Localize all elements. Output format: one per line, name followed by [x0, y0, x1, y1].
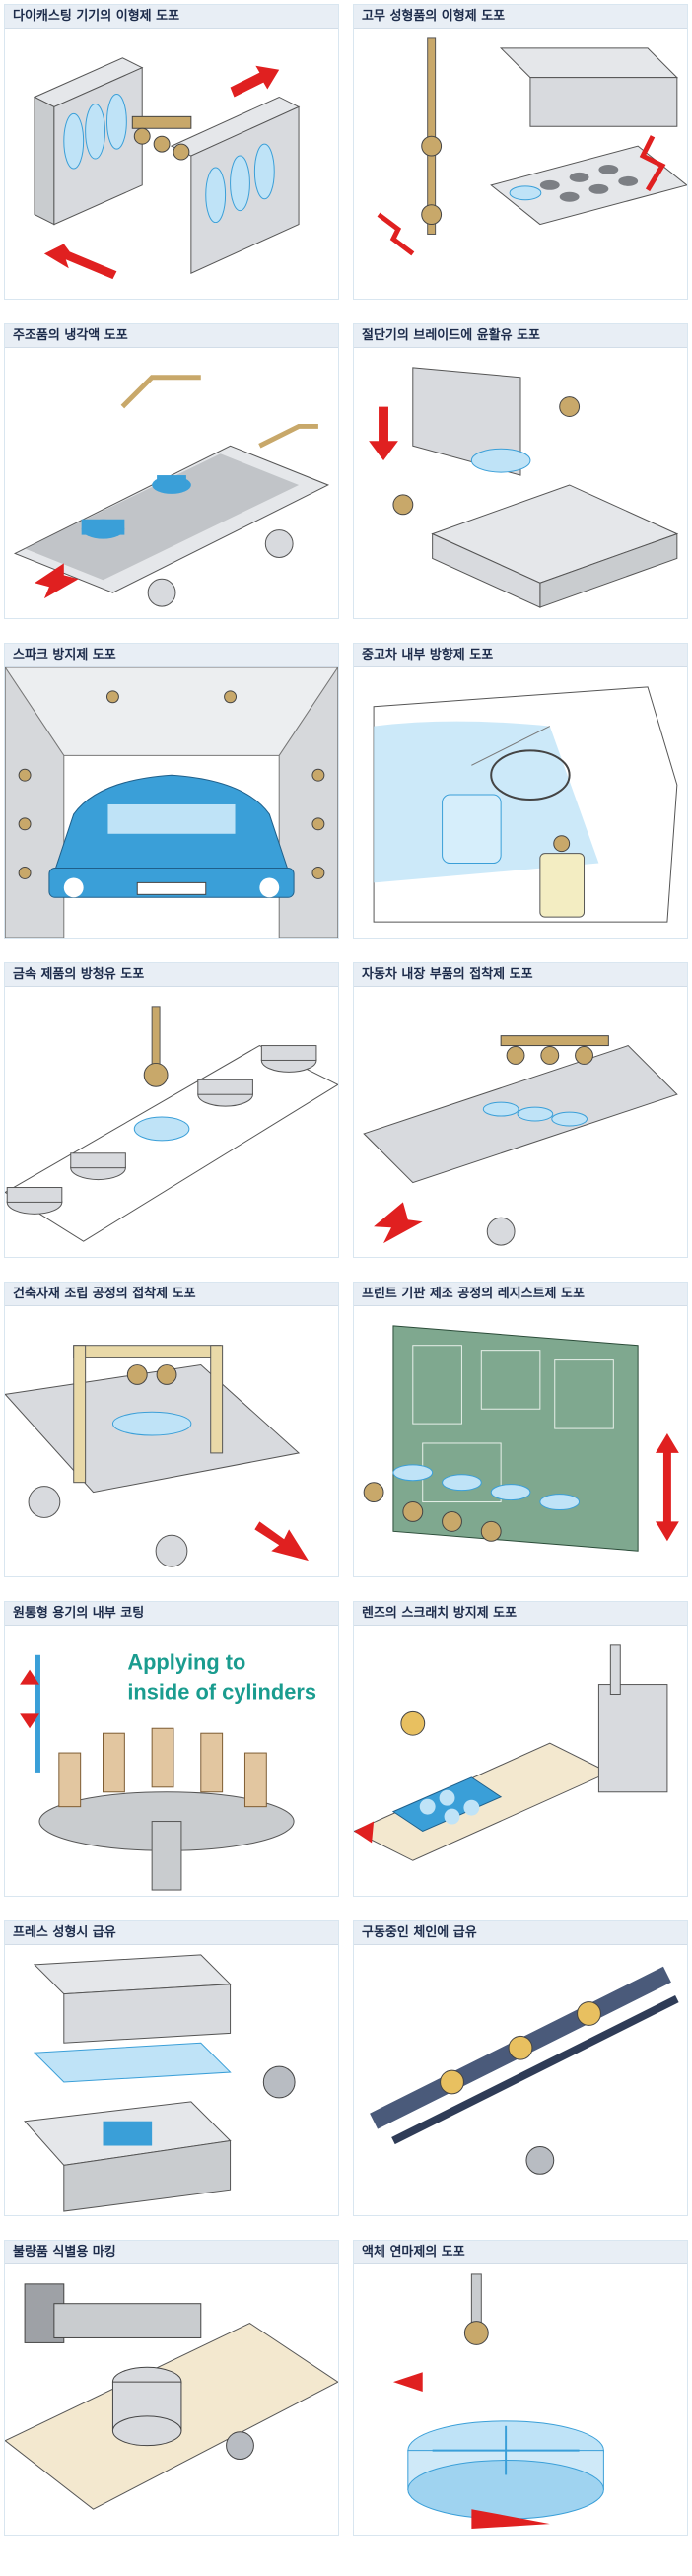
card-title: 프레스 성형시 급유 [5, 1921, 338, 1945]
cylinder-coating-illustration: Applying to inside of cylinders [5, 1626, 338, 1896]
card-cylinder-inner-coating: 원통형 용기의 내부 코팅 Applying to inside of cyli… [4, 1601, 339, 1897]
card-title: 절단기의 브레이드에 윤활유 도포 [354, 324, 687, 348]
card-title: 자동차 내장 부품의 접착제 도포 [354, 963, 687, 987]
card-title: 건축자재 조립 공정의 접착제 도포 [5, 1283, 338, 1306]
card-title: 중고차 내부 방향제 도포 [354, 644, 687, 667]
card-title: 프린트 기판 제조 공정의 레지스트제 도포 [354, 1283, 687, 1306]
card-title: 불량품 식별용 마킹 [5, 2241, 338, 2264]
card-lens-scratch: 렌즈의 스크래치 방지제 도포 [353, 1601, 688, 1897]
building-adhesive-illustration [5, 1306, 338, 1576]
rubber-molding-illustration [354, 29, 687, 299]
card-car-interior: 중고차 내부 방향제 도포 [353, 643, 688, 939]
card-title: 구동중인 체인에 급유 [354, 1921, 687, 1945]
card-cutter-blade: 절단기의 브레이드에 윤활유 도포 [353, 323, 688, 619]
diecasting-illustration [5, 29, 338, 299]
card-rubber-molding: 고무 성형품의 이형제 도포 [353, 4, 688, 300]
chain-lubrication-illustration [354, 1945, 687, 2215]
casting-coolant-illustration [5, 348, 338, 618]
card-chain-lubrication: 구동중인 체인에 급유 [353, 1920, 688, 2216]
cutter-blade-illustration [354, 348, 687, 618]
defect-marking-illustration [5, 2264, 338, 2535]
card-title: 스파크 방지제 도포 [5, 644, 338, 667]
card-press-lubrication: 프레스 성형시 급유 [4, 1920, 339, 2216]
card-building-adhesive: 건축자재 조립 공정의 접착제 도포 [4, 1282, 339, 1577]
card-title: 액체 연마제의 도포 [354, 2241, 687, 2264]
pcb-resist-illustration [354, 1306, 687, 1576]
card-diecasting: 다이캐스팅 기기의 이형제 도포 [4, 4, 339, 300]
cylinder-coating-caption-line-1: Applying to [127, 1650, 245, 1675]
spark-prevention-illustration [5, 667, 338, 938]
car-interior-illustration [354, 667, 687, 938]
card-title: 금속 제품의 방청유 도포 [5, 963, 338, 987]
card-spark-prevention: 스파크 방지제 도포 [4, 643, 339, 939]
metal-rust-oil-illustration [5, 987, 338, 1257]
card-auto-interior-adhesive: 자동차 내장 부품의 접착제 도포 [353, 962, 688, 1258]
card-title: 다이캐스팅 기기의 이형제 도포 [5, 5, 338, 29]
card-casting-coolant: 주조품의 냉각액 도포 [4, 323, 339, 619]
card-metal-rust-oil: 금속 제품의 방청유 도포 [4, 962, 339, 1258]
cylinder-coating-caption-line-2: inside of cylinders [127, 1679, 316, 1704]
card-pcb-resist: 프린트 기판 제조 공정의 레지스트제 도포 [353, 1282, 688, 1577]
lens-scratch-illustration [354, 1626, 687, 1896]
card-title: 고무 성형품의 이형제 도포 [354, 5, 687, 29]
card-title: 주조품의 냉각액 도포 [5, 324, 338, 348]
liquid-abrasive-illustration [354, 2264, 687, 2535]
card-title: 렌즈의 스크래치 방지제 도포 [354, 1602, 687, 1626]
card-title: 원통형 용기의 내부 코팅 [5, 1602, 338, 1626]
auto-interior-adhesive-illustration [354, 987, 687, 1257]
card-liquid-abrasive: 액체 연마제의 도포 [353, 2240, 688, 2536]
press-lubrication-illustration [5, 1945, 338, 2215]
card-defect-marking: 불량품 식별용 마킹 [4, 2240, 339, 2536]
